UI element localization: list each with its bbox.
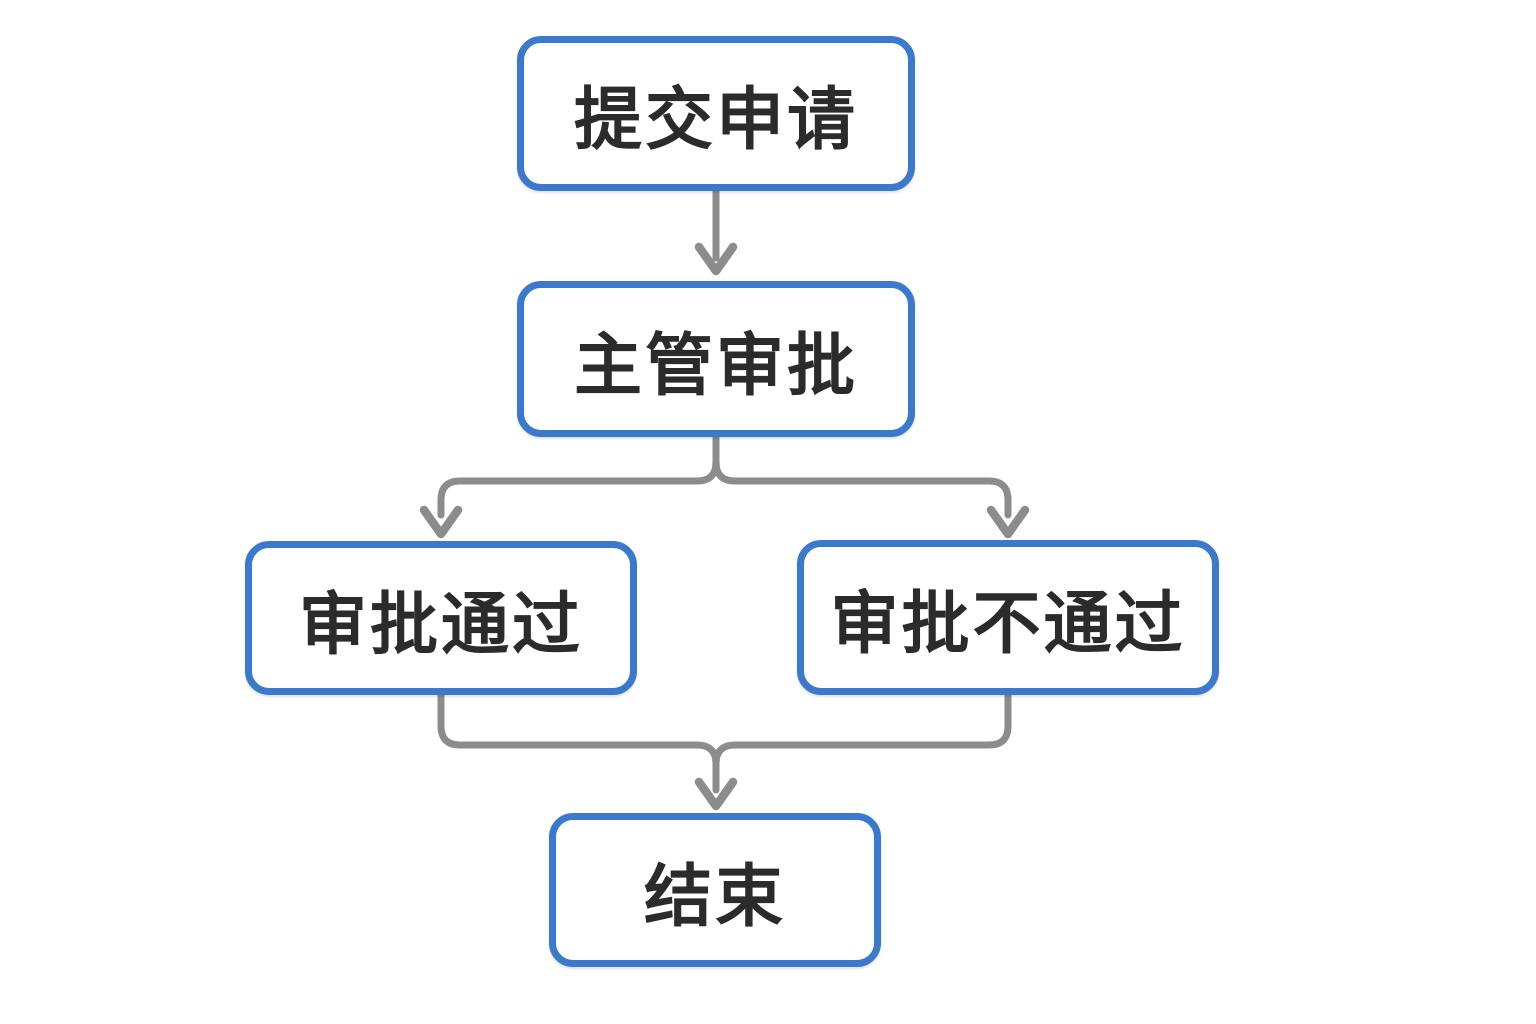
node-review-approved-label: 审批通过	[298, 586, 583, 663]
edge-review-rejected-line	[712, 433, 1012, 519]
edge-rejected-end-line	[712, 691, 1012, 772]
edge-merge-end-arrowhead	[694, 777, 738, 811]
node-review-rejected-label: 审批不通过	[830, 586, 1186, 662]
edge-review-rejected-arrowhead	[986, 505, 1030, 539]
node-review-approved: 审批通过	[245, 541, 637, 695]
node-review-rejected: 审批不通过	[797, 540, 1219, 695]
node-supervisor-review-label: 主管审批	[573, 327, 858, 404]
edge-approved-end-line	[437, 691, 720, 772]
node-submit-application: 提交申请	[517, 36, 915, 191]
edge-submit-review-arrowhead	[694, 242, 738, 276]
node-submit-application-label: 提交申请	[573, 82, 858, 158]
edge-review-approved-arrowhead	[419, 505, 463, 539]
node-end: 结束	[549, 813, 881, 967]
node-supervisor-review: 主管审批	[517, 281, 915, 437]
edge-review-approved-line	[437, 433, 720, 519]
node-end-label: 结束	[643, 858, 786, 935]
